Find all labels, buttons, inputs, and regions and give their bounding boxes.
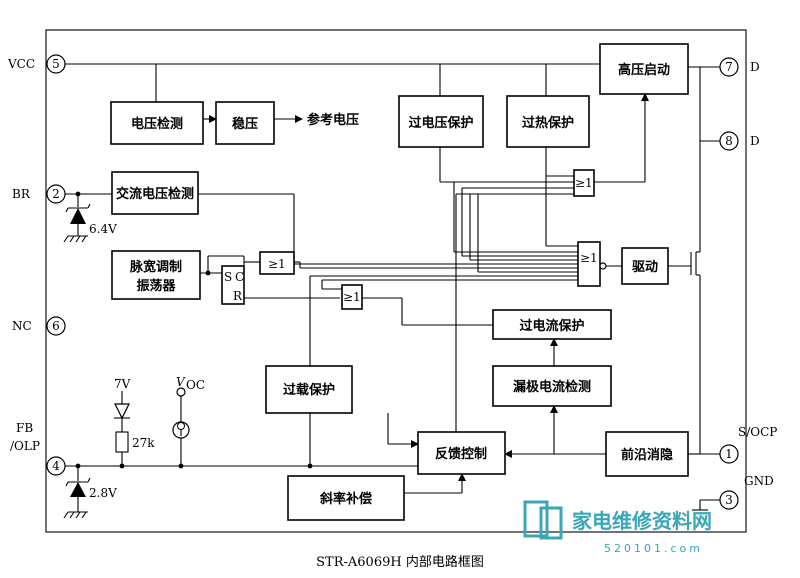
block-qianyan-xiaoyin-label: 前沿消隐: [621, 447, 673, 463]
pin-3-label: GND: [744, 474, 774, 488]
pin-6-label: NC: [12, 319, 32, 333]
block-maikuan-tiaozhi: 脉宽调制 振荡器: [111, 250, 201, 300]
pin-8-label: D: [750, 134, 760, 148]
block-guozai-baohu: 过载保护: [265, 365, 353, 414]
pin-4-fb-olp: 4 FB /OLP: [10, 421, 66, 476]
block-gaoya-qidong-label: 高压启动: [618, 62, 670, 78]
block-dianya-jiance-label: 电压检测: [131, 116, 183, 132]
pin-2-br: 2 BR: [12, 184, 66, 204]
block-fankui-kongzhi: 反馈控制: [417, 431, 506, 475]
watermark-url: 520101.com: [604, 542, 703, 555]
pin-2-label: BR: [12, 187, 31, 201]
pin-4-number: 4: [52, 459, 60, 473]
block-jiaoliu-dianya-jiance-label: 交流电压检测: [116, 186, 194, 202]
voc-label: V: [176, 375, 186, 389]
or-gate-4: ≥1: [577, 241, 607, 287]
pin-6-number: 6: [52, 319, 60, 333]
zener-diode-6v4: [65, 203, 91, 224]
pin-4-label-line1: FB: [16, 421, 33, 435]
pin-1-label: S/OCP: [738, 425, 777, 439]
block-guozai-baohu-label: 过载保护: [283, 382, 335, 398]
block-fankui-kongzhi-label: 反馈控制: [435, 446, 487, 462]
pin-2-number: 2: [52, 187, 60, 201]
block-xielv-buchang: 斜率补偿: [287, 475, 405, 521]
pin-5-label: VCC: [7, 57, 35, 71]
diode-7v-label: 7V: [114, 377, 131, 391]
block-qudong-label: 驱动: [632, 260, 658, 275]
zener-2v8-label: 2.8V: [89, 486, 117, 500]
pin-3-number: 3: [725, 493, 733, 507]
or-gate-1: ≥1: [259, 251, 295, 275]
diagram-caption: STR-A6069H 内部电路框图: [316, 554, 484, 570]
block-wenya-label: 稳压: [232, 116, 258, 132]
block-gaoya-qidong: 高压启动: [599, 43, 689, 95]
block-maikuan-tiaozhi-line1: 脉宽调制: [129, 259, 182, 275]
sr-c-label: C: [235, 270, 244, 284]
block-guore-baohu-label: 过热保护: [522, 115, 574, 131]
chip-outline: [45, 29, 747, 533]
zener-diode-2v8: [65, 477, 91, 497]
block-guore-baohu: 过热保护: [506, 95, 590, 148]
block-xielv-buchang-label: 斜率补偿: [319, 491, 372, 507]
ground-symbol-br: [63, 235, 88, 243]
or-gate-4-label: ≥1: [580, 251, 598, 265]
pin-4-label-line2: /OLP: [10, 439, 40, 453]
pin-7-number: 7: [725, 60, 733, 74]
pin-6-nc: 6 NC: [12, 316, 66, 336]
wires: [65, 63, 720, 512]
watermark-logo: 家电维修资料网 520101.com: [523, 500, 712, 555]
zener-6v4-label: 6.4V: [89, 222, 117, 236]
pin-3-gnd: 3 GND: [719, 474, 774, 510]
block-louji-dianliu-jiance-label: 漏极电流检测: [513, 379, 591, 395]
or-gate-2: ≥1: [573, 169, 595, 197]
pin-5-number: 5: [52, 57, 60, 71]
diode-7v: [114, 403, 130, 420]
block-guodianliu-baohu: 过电流保护: [492, 309, 612, 340]
block-qudong: 驱动: [621, 247, 669, 285]
current-source-voc: [172, 387, 190, 439]
block-qianyan-xiaoyin: 前沿消隐: [605, 431, 689, 477]
or-gate-1-label: ≥1: [268, 257, 286, 271]
or-gate-2-label: ≥1: [575, 176, 593, 190]
pin-7-d: 7 D: [719, 57, 760, 77]
block-louji-dianliu-jiance: 漏极电流检测: [492, 365, 612, 407]
ground-symbol-fb: [63, 511, 88, 519]
watermark-brand: 家电维修资料网: [572, 509, 712, 533]
pin-1-number: 1: [725, 447, 733, 461]
resistor-27k-label: 27k: [132, 436, 155, 450]
block-wenya: 稳压: [215, 101, 275, 145]
block-maikuan-tiaozhi-line2: 振荡器: [136, 278, 176, 294]
pin-1-s-ocp: 1 S/OCP: [719, 425, 777, 464]
resistor-27k: [115, 431, 129, 453]
or-gate-3-label: ≥1: [343, 290, 361, 304]
reference-voltage-label: 参考电压: [307, 112, 359, 128]
block-guodianliu-baohu-label: 过电流保护: [519, 318, 584, 334]
block-jiaoliu-dianya-jiance: 交流电压检测: [111, 171, 199, 215]
or-gate-3: ≥1: [341, 284, 363, 310]
pin-8-d: 8 D: [719, 131, 760, 151]
pin-7-label: D: [750, 60, 760, 74]
voc-subscript: OC: [186, 378, 205, 392]
block-dianya-jiance: 电压检测: [110, 101, 204, 145]
pin-8-number: 8: [725, 134, 733, 148]
pin-5-vcc: 5 VCC: [7, 54, 66, 74]
sr-r-label: R: [233, 289, 243, 303]
block-guodianya-baohu-label: 过电压保护: [408, 115, 473, 131]
block-guodianya-baohu: 过电压保护: [398, 95, 484, 148]
sr-s-label: S: [224, 270, 232, 284]
sr-latch: S C R: [221, 265, 245, 305]
